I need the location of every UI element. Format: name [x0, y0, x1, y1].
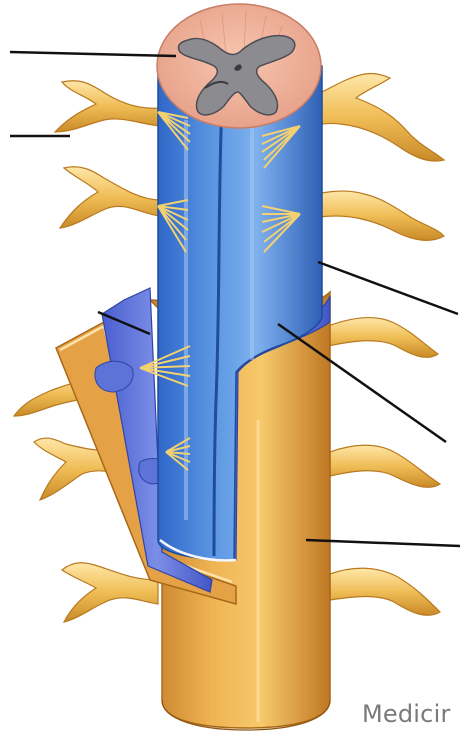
- watermark-text: Medicir: [362, 700, 451, 728]
- spinal-nerve-left-5: [62, 563, 158, 622]
- spinal-nerve-left-1: [55, 81, 160, 132]
- leader-line-1: [10, 52, 176, 56]
- spinal-nerve-right-5: [330, 568, 440, 615]
- spinal-nerve-right-4: [330, 445, 440, 487]
- spinal-nerve-left-2: [60, 167, 160, 228]
- spinal-nerve-right-3: [328, 318, 438, 358]
- cross-section: [157, 4, 321, 128]
- leader-line-3: [318, 262, 458, 314]
